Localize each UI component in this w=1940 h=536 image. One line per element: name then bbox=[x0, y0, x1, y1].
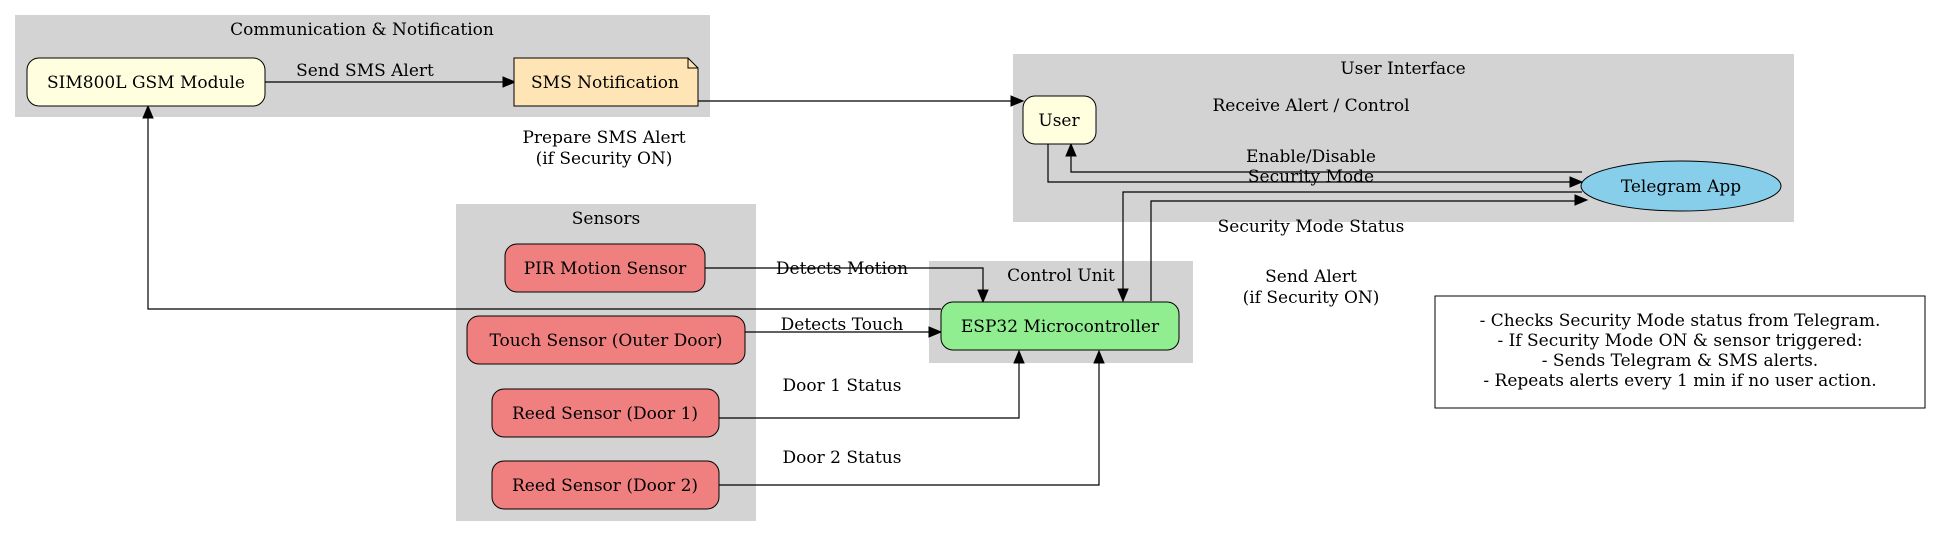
edge-send-alert bbox=[1150, 200, 1576, 301]
note-line-3: - Sends Telegram & SMS alerts. bbox=[1542, 351, 1818, 371]
edge-label-send-alert-1: Send Alert bbox=[1265, 267, 1357, 287]
arrowhead bbox=[1065, 142, 1077, 157]
edge-label-door2: Door 2 Status bbox=[783, 448, 902, 468]
edge-label-prepare-sms-1: Prepare SMS Alert bbox=[522, 128, 685, 148]
edge-label-send-sms: Send SMS Alert bbox=[296, 61, 434, 81]
edge-label-send-alert-2: (if Security ON) bbox=[1243, 288, 1380, 308]
edge-door2-status bbox=[719, 362, 1100, 486]
node-reed-sensor-door2-label: Reed Sensor (Door 2) bbox=[512, 476, 698, 496]
node-sms-notification-label: SMS Notification bbox=[531, 73, 679, 93]
cluster-user-interface-label: User Interface bbox=[1340, 59, 1465, 79]
edge-label-mode-status: Security Mode Status bbox=[1218, 217, 1405, 237]
node-reed-sensor-door1 bbox=[491, 388, 720, 438]
edge-prepare-sms bbox=[147, 118, 941, 310]
arrowhead bbox=[977, 289, 989, 304]
edge-label-detects-motion: Detects Motion bbox=[776, 259, 908, 279]
edge-label-enable-1: Enable/Disable bbox=[1246, 147, 1376, 167]
node-reed-sensor-door1-label: Reed Sensor (Door 1) bbox=[512, 404, 698, 424]
edge-door1-status bbox=[719, 362, 1020, 419]
node-sms-notification bbox=[513, 57, 699, 107]
note-fold-icon bbox=[687, 58, 698, 69]
node-gsm-module-label: SIM800L GSM Module bbox=[47, 73, 245, 93]
edge-detects-motion bbox=[705, 267, 984, 291]
edge-enable-disable bbox=[1047, 144, 1571, 183]
node-reed-sensor-door2 bbox=[491, 460, 720, 510]
arrowhead bbox=[928, 326, 943, 338]
arrowhead bbox=[142, 104, 154, 119]
note-line-1: - Checks Security Mode status from Teleg… bbox=[1480, 311, 1881, 331]
node-telegram-app bbox=[1580, 160, 1782, 212]
edge-label-detects-touch: Detects Touch bbox=[781, 315, 904, 335]
note-line-2: - If Security Mode ON & sensor triggered… bbox=[1497, 331, 1862, 351]
node-pir-sensor-label: PIR Motion Sensor bbox=[524, 259, 687, 279]
cluster-sensors-label: Sensors bbox=[572, 209, 640, 229]
edge-receive-alert bbox=[1070, 155, 1582, 173]
node-pir-sensor bbox=[504, 243, 706, 293]
edge-security-mode-status bbox=[1122, 191, 1582, 290]
arrowhead bbox=[1569, 176, 1584, 188]
cluster-control-unit-label: Control Unit bbox=[1007, 266, 1115, 286]
note-line-4: - Repeats alerts every 1 min if no user … bbox=[1483, 371, 1876, 391]
cluster-communication-label: Communication & Notification bbox=[230, 20, 494, 40]
node-esp32-label: ESP32 Microcontroller bbox=[961, 317, 1160, 337]
arrowhead bbox=[1010, 95, 1025, 107]
note-box bbox=[1434, 295, 1926, 409]
node-telegram-app-label: Telegram App bbox=[1621, 177, 1741, 197]
node-gsm-module bbox=[26, 57, 266, 107]
node-user-label: User bbox=[1038, 111, 1080, 131]
edge-label-receive-alert: Receive Alert / Control bbox=[1212, 96, 1409, 116]
edge-label-door1: Door 1 Status bbox=[783, 376, 902, 396]
node-esp32 bbox=[940, 301, 1180, 351]
node-user bbox=[1022, 95, 1097, 145]
arrowhead bbox=[1093, 349, 1105, 364]
arrowhead bbox=[502, 76, 517, 88]
node-touch-sensor bbox=[466, 315, 746, 365]
arrowhead bbox=[1117, 288, 1129, 303]
edge-label-prepare-sms-2: (if Security ON) bbox=[536, 149, 673, 169]
edge-label-enable-2: Security Mode bbox=[1248, 167, 1374, 187]
arrowhead bbox=[1574, 194, 1589, 206]
node-touch-sensor-label: Touch Sensor (Outer Door) bbox=[489, 331, 722, 351]
arrowhead bbox=[1013, 349, 1025, 364]
